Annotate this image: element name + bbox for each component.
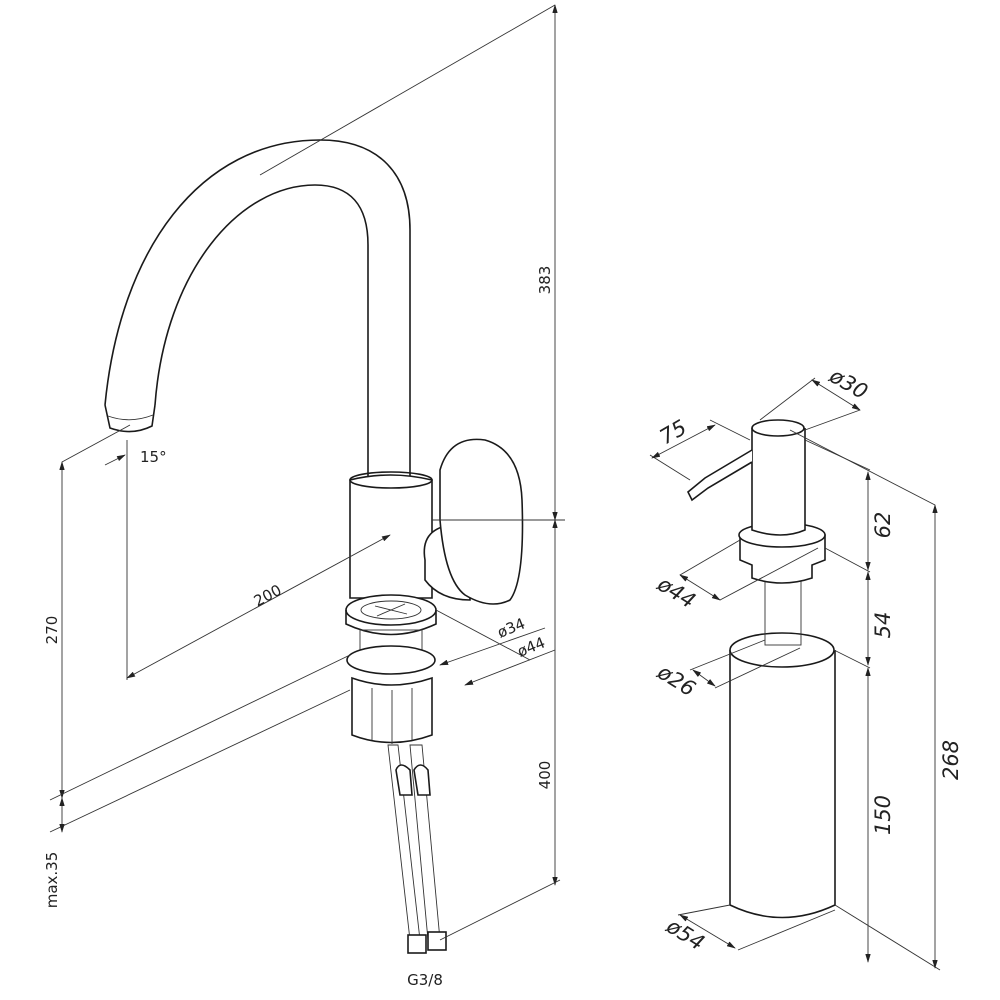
spout-outer: [104, 139, 411, 478]
dim-150: 150: [871, 795, 895, 835]
spout-inner: [154, 184, 369, 478]
dim-15deg: 15°: [140, 448, 167, 466]
faucet-body: [349, 474, 433, 599]
dim-383: 383: [536, 266, 554, 295]
dim-75: 75: [656, 415, 691, 449]
dim-max35: max.35: [43, 852, 61, 909]
dim-62: 62: [871, 512, 895, 539]
dim-200: 200: [251, 581, 285, 610]
pump-head: [751, 428, 806, 536]
dim-o44-flange: ø44: [653, 571, 700, 613]
dim-o30: ø30: [825, 363, 872, 404]
pump-nozzle: [686, 449, 753, 502]
dim-o54: ø54: [662, 913, 709, 955]
label-g38: G3/8: [407, 971, 443, 989]
dim-270: 270: [43, 616, 61, 645]
dim-o34: ø34: [495, 614, 528, 641]
hose-fitting-1: [407, 934, 427, 954]
dim-54: 54: [871, 612, 895, 639]
dim-o44: ø44: [515, 633, 548, 660]
hose-fitting-2: [427, 931, 447, 951]
nozzle: [104, 404, 156, 433]
faucet: 383 15° 270 200 ø34 ø44 400 max.35 G3/8: [43, 4, 565, 989]
dim-400: 400: [536, 761, 554, 790]
bottle: [729, 650, 836, 919]
lever: [439, 438, 524, 605]
soap-dispenser: ø30 75 268 62 54 150 ø44 ø26 ø54: [649, 363, 963, 971]
dim-o26: ø26: [653, 659, 700, 701]
dim-268: 268: [939, 740, 963, 780]
